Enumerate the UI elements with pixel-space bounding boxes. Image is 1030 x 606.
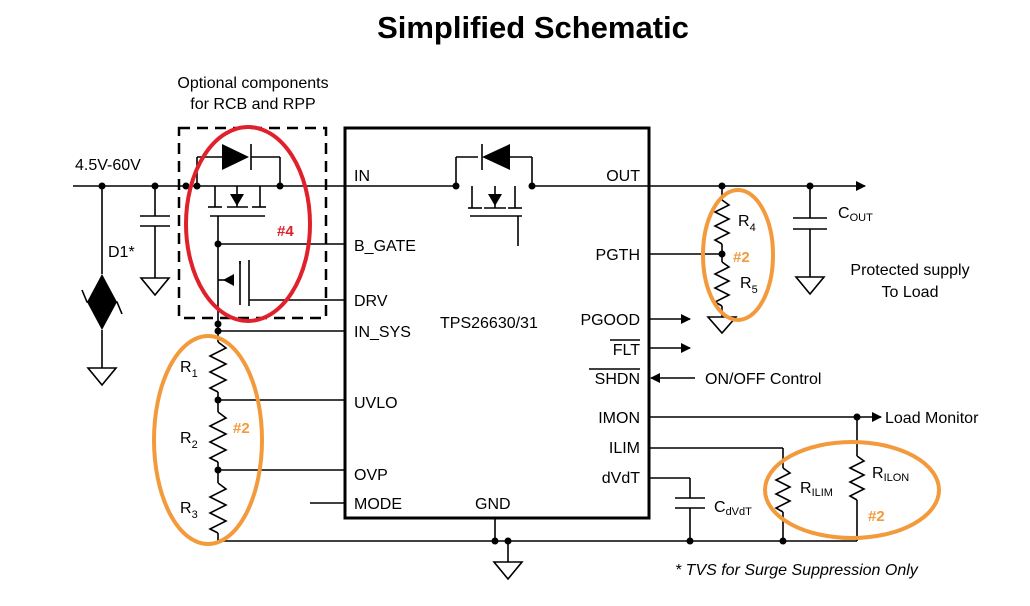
r4-label: R4 xyxy=(738,213,756,234)
protected-supply-line1: Protected supply xyxy=(850,262,969,279)
pin-ilim: ILIM xyxy=(609,440,640,457)
resistor-r3 xyxy=(208,470,228,541)
pin-bgate: B_GATE xyxy=(354,238,416,255)
rilim-label: RILIM xyxy=(800,480,833,499)
resistor-rilim xyxy=(774,448,792,541)
pin-mode: MODE xyxy=(354,496,402,513)
cout-label: COUT xyxy=(838,205,873,224)
input-voltage-label: 4.5V-60V xyxy=(75,157,141,174)
resistor-r2 xyxy=(208,400,228,470)
pin-pgth: PGTH xyxy=(596,247,640,264)
red-highlight-optional xyxy=(184,125,312,323)
protected-supply-line2: To Load xyxy=(882,284,939,301)
pin-imon: IMON xyxy=(598,410,640,427)
optional-fet-1 xyxy=(208,186,345,248)
pin-insys: IN_SYS xyxy=(354,324,411,341)
orange-highlight-uvlo xyxy=(152,334,264,546)
r1-label: R1 xyxy=(180,359,198,380)
orange-highlight-ilim xyxy=(763,440,941,540)
orange-highlight-pgth xyxy=(701,188,775,322)
optional-note-line1: Optional components xyxy=(177,75,328,92)
pin-pgood: PGOOD xyxy=(580,312,640,329)
tag-orange-ilim: #2 xyxy=(868,508,885,525)
page-title: Simplified Schematic xyxy=(377,10,689,45)
optional-fet-2 xyxy=(217,244,345,324)
tvs-diode-d1 xyxy=(81,186,123,387)
tvs-label: D1* xyxy=(108,244,135,261)
internal-fet xyxy=(345,144,649,246)
pin-shdn: SHDN xyxy=(595,371,640,388)
r5-label: R5 xyxy=(740,275,758,296)
resistor-rilon xyxy=(848,417,866,541)
pin-gnd: GND xyxy=(475,496,511,513)
r3-label: R3 xyxy=(180,500,198,521)
pin-uvlo: UVLO xyxy=(354,395,398,412)
pin-in: IN xyxy=(354,168,370,185)
tag-orange-uvlo: #2 xyxy=(233,420,250,437)
capacitor-cdvdt xyxy=(675,478,705,541)
pin-dvdt: dVdT xyxy=(602,470,640,487)
ground-symbol-main xyxy=(492,561,524,581)
pin-flt: FLT xyxy=(613,342,640,359)
pin-ovp: OVP xyxy=(354,467,388,484)
tag-red: #4 xyxy=(277,223,294,240)
input-capacitor xyxy=(139,186,171,297)
rilon-label: RILON xyxy=(872,465,909,484)
cdvdt-label: CdVdT xyxy=(714,499,752,518)
output-capacitor xyxy=(793,186,827,296)
pin-out: OUT xyxy=(606,168,640,185)
optional-note-line2: for RCB and RPP xyxy=(190,96,315,113)
pin-drv: DRV xyxy=(354,293,388,310)
footnote: * TVS for Surge Suppression Only xyxy=(675,562,919,579)
onoff-control-label: ON/OFF Control xyxy=(705,371,821,388)
r2-label: R2 xyxy=(180,430,198,451)
ic-body xyxy=(343,126,651,520)
ic-name: TPS26630/31 xyxy=(440,315,538,332)
tag-orange-pgth: #2 xyxy=(733,249,750,266)
load-monitor-label: Load Monitor xyxy=(885,410,979,427)
